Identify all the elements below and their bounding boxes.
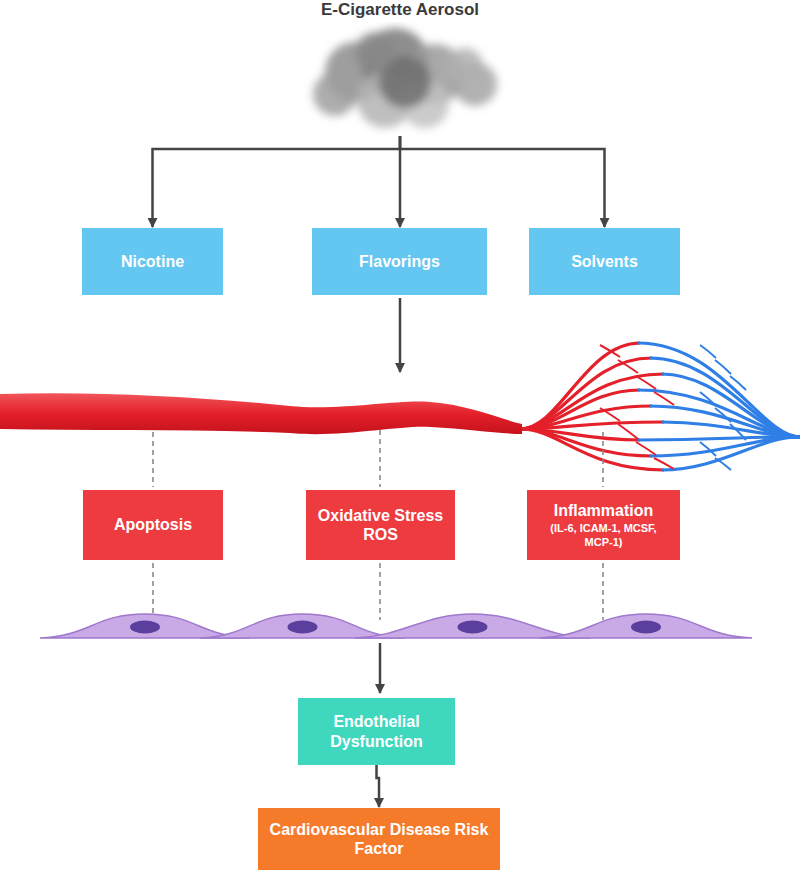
capillary [636,376,656,389]
endothelial-cell [355,614,590,638]
cloud-puff [447,48,483,84]
node-label: Apoptosis [114,515,192,534]
cell-nucleus [130,621,160,634]
endothelial-cell [540,614,752,638]
node-label: E-Cigarette Aerosol [321,0,479,20]
component-box: Flavorings [312,228,487,295]
node-detail: (IL-6, ICAM-1, MCSF, MCP-1) [544,522,664,550]
effect-box: Inflammation (IL-6, ICAM-1, MCSF, MCP-1) [527,490,680,560]
venule [638,390,800,437]
dashed-line [152,563,154,620]
node-label: Endothelial Dysfunction [306,712,447,750]
dashed-line [379,563,381,620]
flow-arrow [400,136,605,227]
capillary [654,392,674,405]
capillary [715,360,731,374]
node-label: Cardiovascular Disease Risk Factor [266,820,492,858]
capillary [618,360,638,373]
aerosol-cloud-shape [270,22,530,136]
flow-arrow [153,136,401,227]
effect-box: Apoptosis [83,490,223,560]
capillary [700,345,716,358]
component-box: Nicotine [82,228,223,295]
dashed-line [379,430,381,487]
venule [662,437,800,470]
cell-nucleus [288,621,318,634]
endothelial-cells [40,614,752,638]
venule [650,358,800,437]
node-label: Inflammation [554,501,654,520]
arteriole [520,422,664,429]
capillary [618,424,638,439]
cell-nucleus [458,621,488,634]
capillary [715,408,731,422]
node-label: Nicotine [121,252,184,271]
capillary [636,442,656,455]
arrow [399,298,402,372]
aerosol-cloud: E-Cigarette Aerosol [270,0,530,136]
node-label: Oxidative Stress ROS [314,506,447,544]
capillary [730,376,746,390]
arteriole [520,429,664,470]
capillary [600,408,620,421]
outcome-box: Endothelial Dysfunction [298,698,455,765]
cell-nucleus [631,621,661,634]
venule [638,343,800,437]
capillary-bed [520,343,800,470]
node-label: Flavorings [359,252,440,271]
blood-vessel [0,393,522,434]
risk-box: Cardiovascular Disease Risk Factor [258,808,500,870]
cloud-puff [355,32,395,72]
capillary [715,458,731,470]
arteriole [520,374,664,429]
node-label: Solvents [571,252,638,271]
effect-box: Oxidative Stress ROS [306,490,455,560]
capillary [700,392,716,406]
dashed-line [602,432,604,487]
cloud-puff [313,72,357,116]
endothelial-cell [200,614,405,638]
capillary [700,442,716,456]
arrow [379,643,382,693]
capillary [654,458,674,469]
venule [662,374,800,437]
endothelial-cell [40,614,250,638]
dashed-line [152,432,154,487]
capillary [730,424,746,440]
venule [650,406,800,437]
component-box: Solvents [529,228,680,295]
flow-arrow [377,765,380,807]
dashed-line [602,563,604,620]
capillary [600,345,620,357]
arteriole [520,358,652,429]
